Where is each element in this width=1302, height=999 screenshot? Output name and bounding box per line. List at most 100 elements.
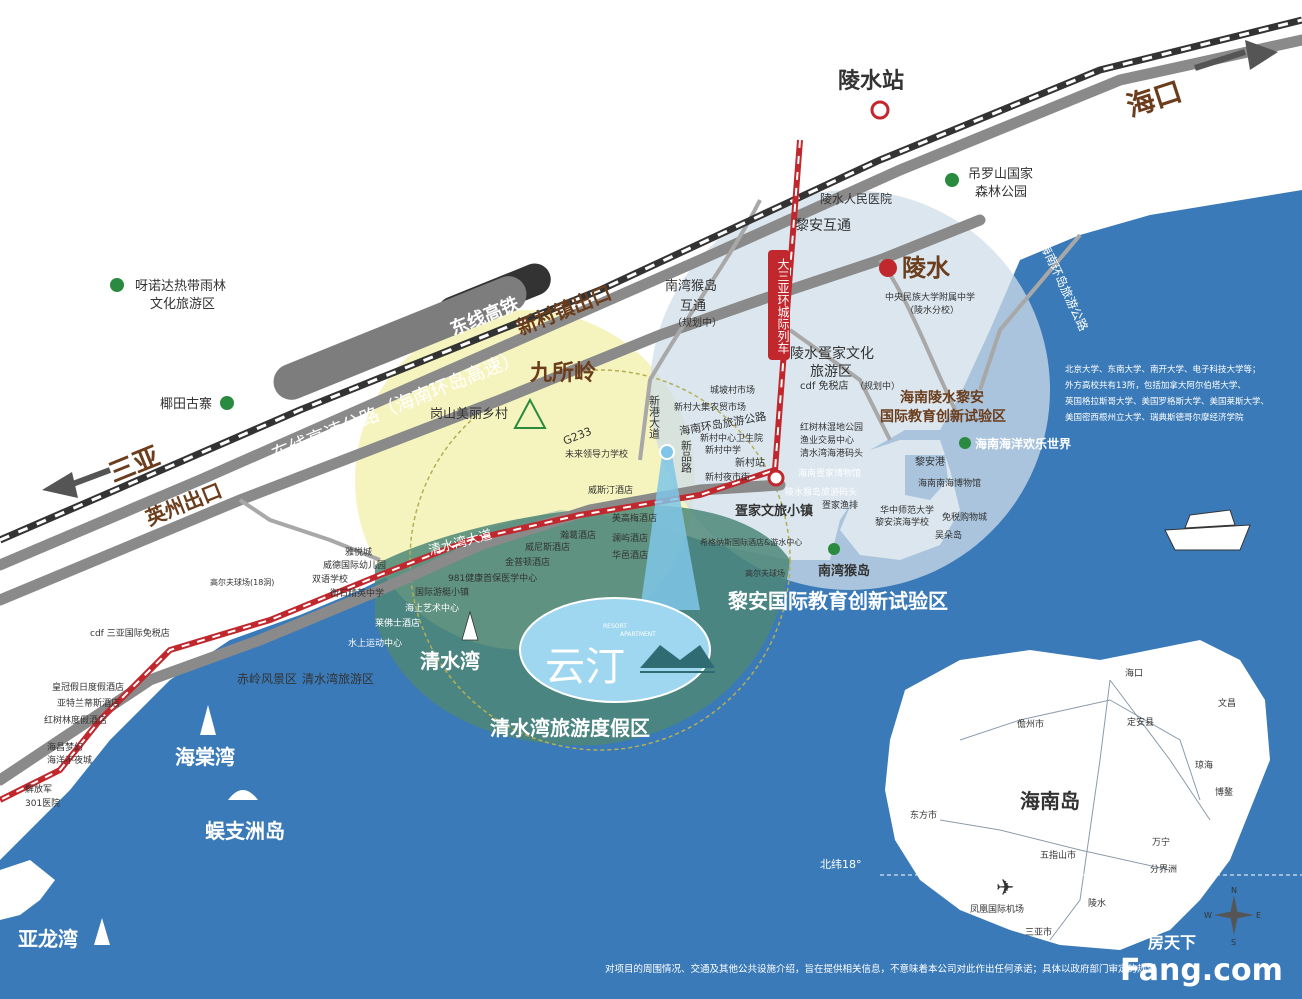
island-yalong [0,860,55,920]
district-resort: 清水湾旅游度假区 [490,716,650,740]
district-haitang: 海棠湾 [175,745,235,769]
project-name[interactable]: 云汀 [545,644,625,690]
diaoluo-icon [945,173,959,187]
inset-airport: 凤凰国际机场 [970,903,1024,915]
poi-city-market: 城坡村市场 [710,384,755,396]
poi-yacht: 国际游艇小镇 [415,586,469,598]
inset-dongfang: 东方市 [910,809,937,821]
poi-huazhong: 华中师范大学 [880,504,934,516]
sailboat-yalong-icon [94,918,110,945]
poi-haisheng: 瀚葛酒店 [560,529,596,541]
poi-hospital-lingshui: 陵水人民医院 [820,192,892,206]
poi-ocean-world: 海南海洋欢乐世界 [975,436,1071,451]
uni-line1: 北京大学、东南大学、南开大学、电子科技大学等； [1065,364,1261,375]
interchange-lian: 黎安互通 [795,218,851,234]
nanwan-monkey-icon [828,543,840,555]
poi-future-school: 未来领导力学校 [565,448,628,460]
district-wuzhizhou: 蜈支洲岛 [205,819,285,843]
poi-minzu2: （陵水分校） [905,304,959,316]
interchange-nanwan: 南湾猴岛 [665,278,717,294]
district-nanwan-monkey: 南湾猴岛 [818,563,870,579]
poi-golf-west: 高尔夫球场(18洞) [210,577,274,587]
poi-night-market: 新村夜市街 [705,471,750,483]
green-poi-icons [110,173,971,555]
poi-health-981: 981健康首保医学中心 [448,572,537,584]
project-logo-mountains [640,645,715,673]
brand-en[interactable]: Fang.com [1120,953,1283,988]
poi-weinisi: 威尼斯酒店 [525,541,570,553]
sailboat-haitang-icon [200,705,216,735]
poi-weide: 威德国际幼儿园 [323,559,386,571]
poi-mangrove: 红树林湿地公园 [800,421,863,433]
district-culture: 陵水疍家文化 [790,345,874,362]
poi-lefuse: 莱佛士酒店 [375,617,420,629]
brand-cn: 房天下 [1148,933,1196,952]
district-yalong: 亚龙湾 [18,927,78,951]
poi-golf-east: 高尔夫球场 [745,568,785,578]
poi-huayi: 华邑酒店 [612,549,648,561]
poi-art-center: 海上艺术中心 [405,602,459,614]
compass-e: E [1256,911,1261,920]
inset-wanning: 万宁 [1152,836,1170,848]
poi-xincun-station: 新村站 [735,456,765,469]
arrow-haikou [1194,40,1278,71]
poi-chiling: 赤岭风景区 [237,672,297,686]
poi-westin: 威斯汀酒店 [588,484,633,496]
poi-bilingual: 双语学校 [312,573,348,585]
poi-diaoluo: 吊罗山国家 [968,166,1033,182]
station-lingshui: 陵水站 [838,68,904,94]
inset-dingan: 定安县 [1127,716,1154,728]
district-lingshui: 陵水 [902,254,951,282]
project-beam [640,455,700,610]
poi-yanoda2: 文化旅游区 [150,297,215,312]
yacht-icon [1164,509,1251,551]
inset-sanya: 三亚市 [1025,926,1052,938]
poi-port: 清水湾海港码头 [800,447,863,459]
project-en2: APARTMENT [620,631,656,638]
poi-huazhong2: 黎安滨海学校 [875,516,929,528]
footer-disclaimer: 对项目的周围情况、交通及其他公共设施介绍，旨在提供相关信息，不意味着本公司对此作… [605,963,1156,975]
project-ellipse [519,597,711,703]
poi-diaoluo2: 森林公园 [975,185,1027,200]
lingshui-star-icon [879,259,897,277]
poi-wuzhu: 吴朵岛 [935,529,962,541]
poi-xincun-market: 新村大集农贸市场 [674,401,746,413]
compass-w: W [1204,911,1212,920]
poi-mangrove-hotel: 红树林度假酒店 [44,714,107,726]
poi-yetian: 椰田古寨 [160,396,212,412]
inset-latitude: 北纬18° [820,858,862,871]
poi-jinpu: 金普顿酒店 [505,556,550,568]
project-pin-dot [659,444,675,460]
district-qsw: 清水湾 [420,649,480,673]
inset-lingshui: 陵水 [1088,897,1106,909]
railway-donxian [0,16,1302,544]
yetian-icon [220,396,234,410]
poi-qsw-scenic: 清水湾旅游区 [302,671,374,686]
district-danjia-town: 疍家文旅小镇 [735,503,813,519]
district-hainan: 海南岛 [1020,789,1080,813]
poi-xincun-school: 新村中学 [705,444,741,456]
poi-huangguan: 皇冠假日度假酒店 [52,681,124,693]
inset-fenjiezhou: 分界洲 [1150,864,1177,875]
compass-s: S [1231,938,1236,947]
poi-hengshui: 衡石精英中学 [330,587,384,599]
poi-monkey-dock: 陵水猴岛旅游码头 [785,486,857,498]
compass-icon [1214,895,1254,935]
poi-danjia-museum: 海南疍家博物馆 [798,467,861,479]
poi-301b: 301医院 [25,797,60,809]
poi-haichang1: 海昌梦幻 [47,741,83,753]
station-lingshui-icon [870,100,890,120]
xingang-label: 新港大道 [648,394,661,439]
xinpin-label: 新品路 [680,439,693,474]
inset-roads [939,679,1211,941]
compass-n: N [1231,886,1237,895]
arrow-sanya [42,467,112,498]
station-xincun-icon [767,469,785,487]
poi-duty-free: 免税购物城 [942,511,987,523]
uni-line2: 外方高校共有13所，包括加拿大阿尔伯塔大学、 [1065,380,1246,391]
poi-cdf-note: （规划中） [855,380,900,392]
poi-yanoda: 呀诺达热带雨林 [135,279,226,294]
sailboat-qsw-icon [461,610,479,641]
resort-ring [409,369,791,751]
poi-lanqiu: 澜屿酒店 [612,532,648,544]
